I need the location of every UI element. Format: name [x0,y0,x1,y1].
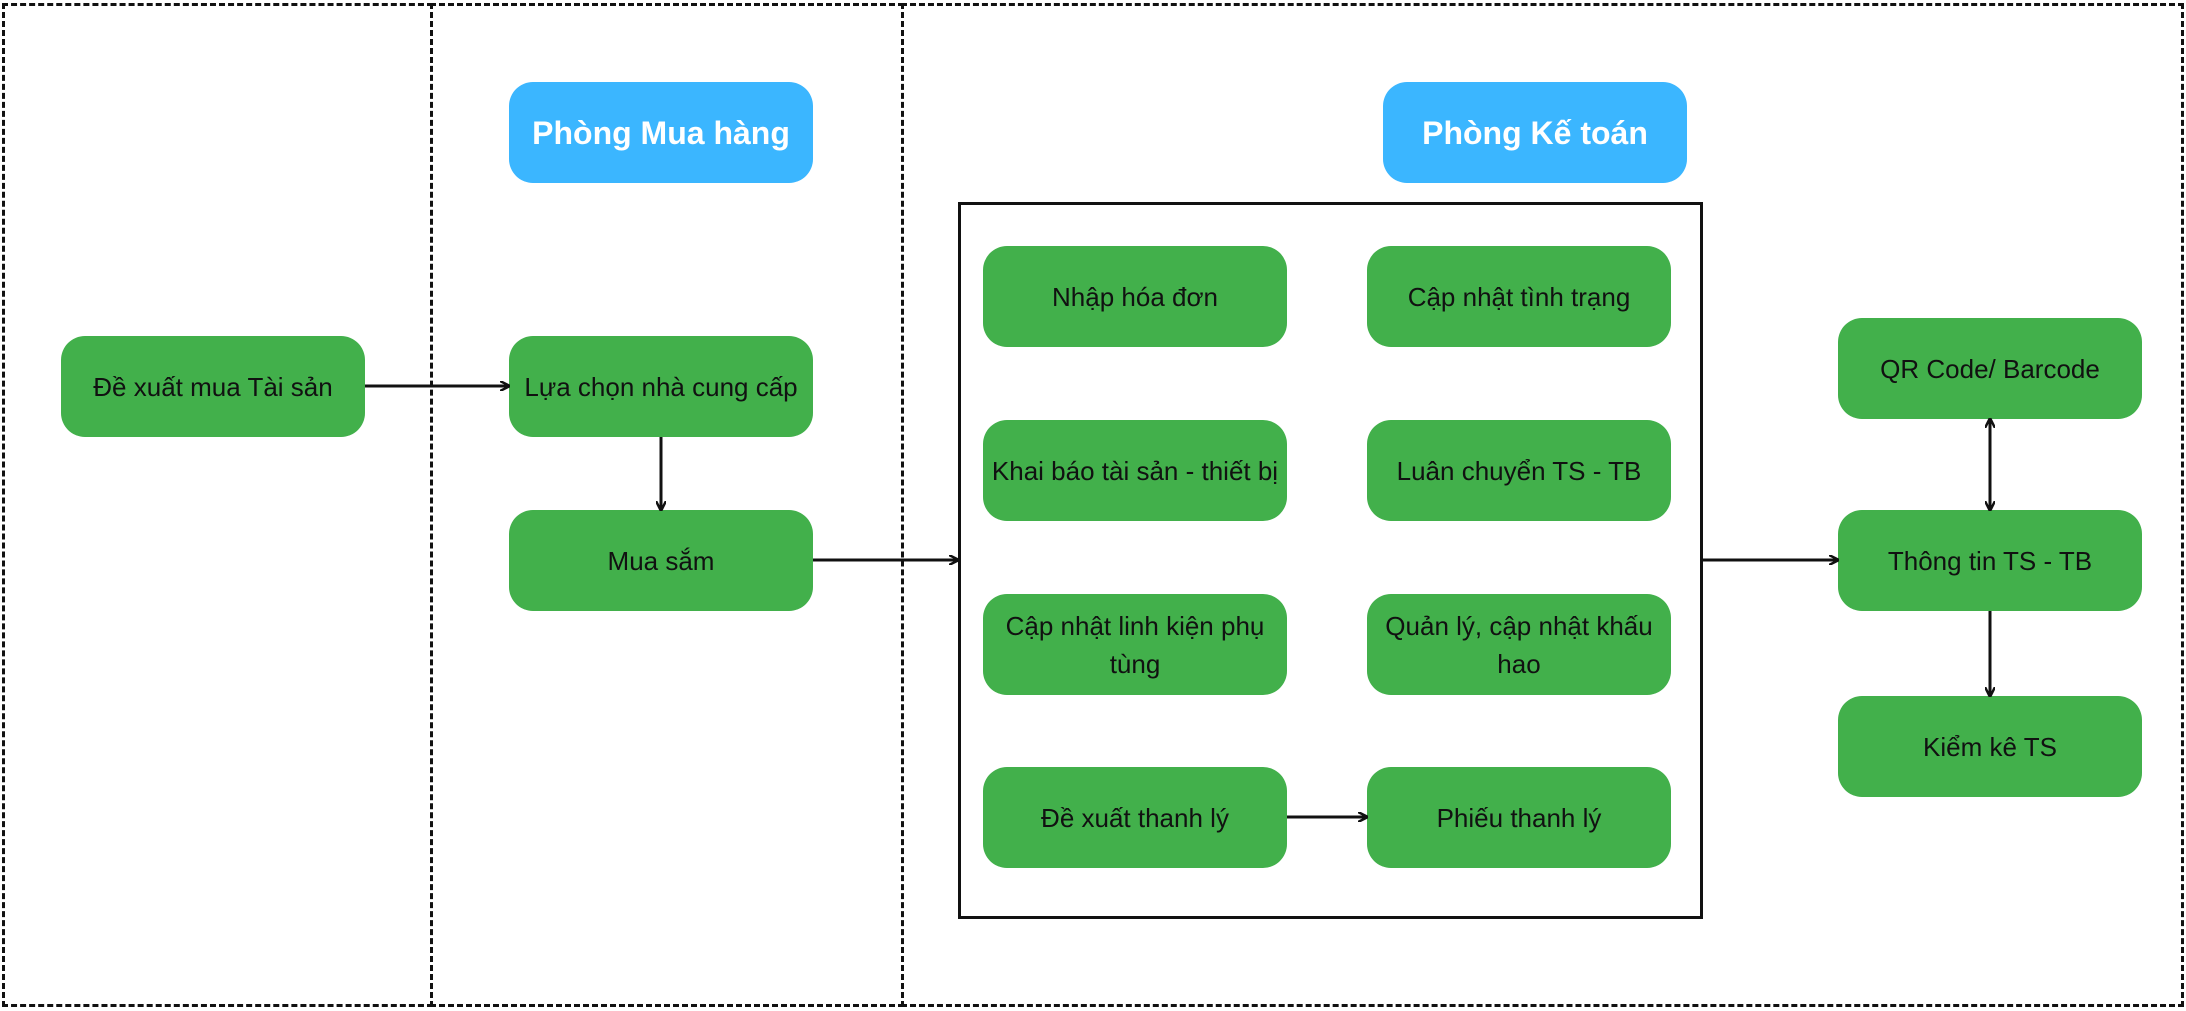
node-propose-liquidation: Đề xuất thanh lý [983,767,1287,868]
node-qr-code: QR Code/ Barcode [1838,318,2142,419]
node-update-status: Cập nhật tình trạng [1367,246,1671,347]
swimlane-request [2,3,433,1007]
node-inventory: Kiểm kê TS [1838,696,2142,797]
accounting-process-group [958,202,1703,919]
node-update-parts: Cập nhật linh kiện phụ tùng [983,594,1287,695]
node-declare-asset: Khai báo tài sản - thiết bị [983,420,1287,521]
swimlane-purchasing [430,3,904,1007]
node-propose-purchase: Đề xuất mua Tài sản [61,336,365,437]
department-purchasing: Phòng Mua hàng [509,82,813,183]
node-asset-info: Thông tin TS - TB [1838,510,2142,611]
node-transfer-asset: Luân chuyển TS - TB [1367,420,1671,521]
swimlane-accounting [901,3,2184,1007]
node-enter-invoice: Nhập hóa đơn [983,246,1287,347]
node-select-supplier: Lựa chọn nhà cung cấp [509,336,813,437]
node-procurement: Mua sắm [509,510,813,611]
node-manage-depreciation: Quản lý, cập nhật khấu hao [1367,594,1671,695]
node-liquidation-slip: Phiếu thanh lý [1367,767,1671,868]
department-accounting: Phòng Kế toán [1383,82,1687,183]
